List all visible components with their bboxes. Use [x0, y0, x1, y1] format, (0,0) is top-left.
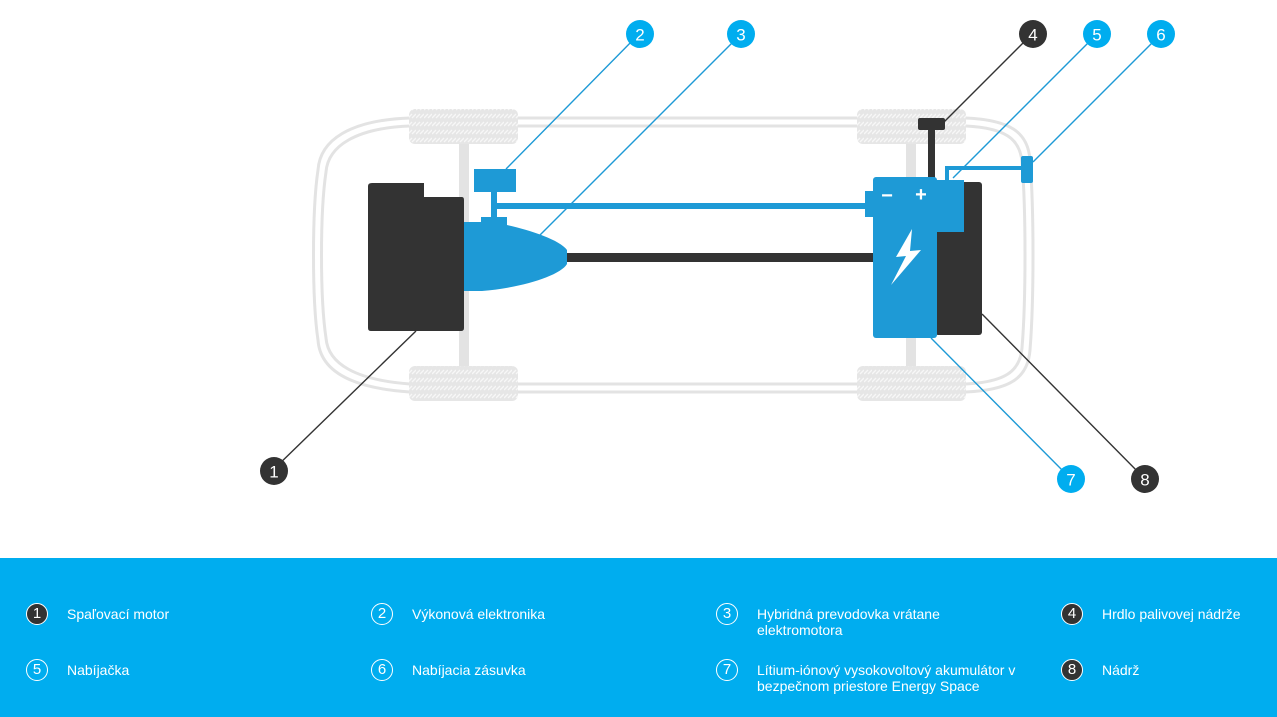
legend-item-6: 6 Nabíjacia zásuvka [371, 659, 526, 681]
legend-item-7: 7 Lítium-iónový vysokovoltový akumulátor… [716, 659, 1032, 694]
wheel-rear-right [857, 366, 966, 401]
leader-line-1 [272, 330, 417, 471]
leader-line-6 [1032, 33, 1162, 163]
charging-socket [1021, 156, 1033, 183]
legend-item-1: 1 Spaľovací motor [26, 603, 170, 625]
legend-badge: 6 [371, 659, 393, 681]
drive-shaft [560, 253, 880, 262]
legend-item-4: 4 Hrdlo palivovej nádrže [1061, 603, 1241, 625]
wheel-front-left [409, 109, 518, 144]
legend-label: Spaľovací motor [67, 606, 170, 622]
leader-line-4 [943, 33, 1033, 123]
power-electronics-stem [491, 192, 497, 218]
svg-text:2: 2 [635, 26, 644, 45]
hybrid-transmission [464, 217, 567, 291]
charger [937, 180, 964, 232]
leader-lines [272, 33, 1162, 479]
svg-text:5: 5 [1092, 26, 1101, 45]
legend-label: Nabíjačka [67, 662, 130, 678]
legend-badge: 3 [716, 603, 738, 625]
fuel-filler-pipe [928, 130, 935, 180]
legend-badge: 5 [26, 659, 48, 681]
legend-badge: 8 [1061, 659, 1083, 681]
legend-item-5: 5 Nabíjačka [26, 659, 130, 681]
legend-panel: 1 Spaľovací motor 2 Výkonová elektronika… [0, 558, 1277, 717]
leader-line-7 [930, 337, 1071, 479]
svg-text:4: 4 [1028, 26, 1037, 45]
battery-minus-icon: − [881, 185, 893, 207]
legend-label: Nabíjacia zásuvka [412, 662, 526, 678]
callout-3: 3 [727, 20, 755, 48]
callout-4: 4 [1019, 20, 1047, 48]
legend-badge: 7 [716, 659, 738, 681]
callout-5: 5 [1083, 20, 1111, 48]
lightning-bolt-icon [891, 229, 921, 285]
leader-line-5 [952, 33, 1098, 179]
fuel-filler-neck [918, 118, 945, 130]
legend-badge: 1 [26, 603, 48, 625]
svg-text:8: 8 [1140, 471, 1149, 490]
svg-text:3: 3 [736, 26, 745, 45]
legend-badge: 2 [371, 603, 393, 625]
legend-item-3: 3 Hybridná prevodovka vrátane elektromot… [716, 603, 957, 638]
legend-item-8: 8 Nádrž [1061, 659, 1140, 681]
wheel-rear-left [857, 109, 966, 144]
charging-cable [945, 166, 1026, 182]
wheel-front-right [409, 366, 518, 401]
legend-item-2: 2 Výkonová elektronika [371, 603, 546, 625]
drivetrain-diagram: − + 1 2 3 4 5 6 7 8 [260, 20, 1175, 493]
callout-1: 1 [260, 457, 288, 485]
svg-text:7: 7 [1066, 471, 1075, 490]
svg-text:6: 6 [1156, 26, 1165, 45]
power-electronics [474, 169, 516, 192]
callout-8: 8 [1131, 465, 1159, 493]
combustion-engine [368, 183, 464, 331]
callout-7: 7 [1057, 465, 1085, 493]
leader-line-8 [981, 313, 1145, 479]
legend-label: Nádrž [1102, 662, 1140, 678]
legend-badge: 4 [1061, 603, 1083, 625]
battery-plus-icon: + [915, 184, 927, 206]
legend-label: Výkonová elektronika [412, 606, 546, 622]
hv-battery [873, 177, 937, 338]
leader-line-2 [505, 33, 640, 170]
callout-2: 2 [626, 20, 654, 48]
svg-text:1: 1 [269, 463, 278, 482]
legend-label: Hybridná prevodovka vrátane elektromotor… [757, 606, 940, 638]
car-body-outline [312, 116, 1035, 394]
leader-line-3 [536, 33, 742, 239]
callout-6: 6 [1147, 20, 1175, 48]
hv-cable [497, 203, 872, 209]
legend-label: Lítium-iónový vysokovoltový akumulátor v… [757, 662, 1016, 694]
legend-label: Hrdlo palivovej nádrže [1102, 606, 1241, 622]
